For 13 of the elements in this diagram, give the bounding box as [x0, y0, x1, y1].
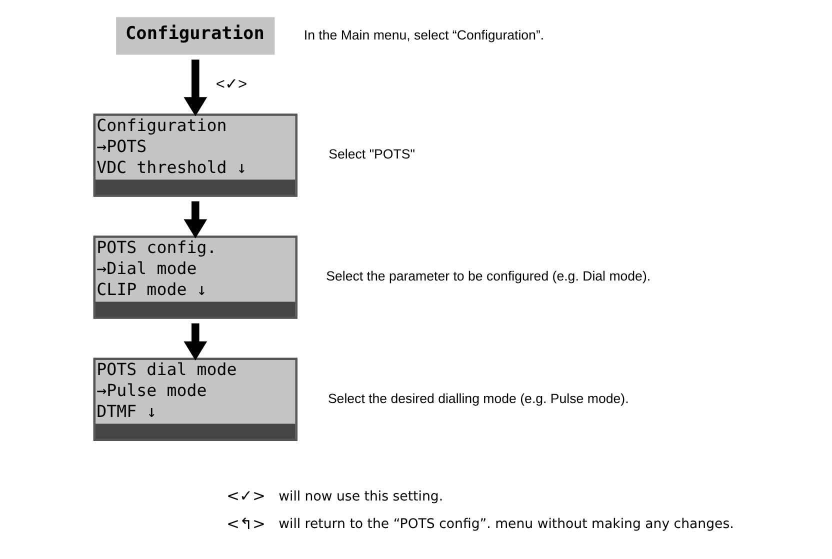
label: will return to the “POTS config”. menu without making any changes. — [278, 517, 734, 532]
node-box: Configuration — [116, 17, 274, 55]
label: <✓> — [226, 487, 265, 506]
edge-label: <✓> — [215, 76, 247, 93]
label: will now use this setting. — [278, 489, 443, 504]
node-label: Select the desired dialling mode (e.g. Pulse mode). — [327, 390, 628, 406]
arrow — [183, 201, 207, 238]
node-label: Select "POTS" — [328, 146, 414, 162]
node-label: In the Main menu, select “Configuration”. — [303, 27, 544, 42]
label: <↰> — [226, 514, 265, 533]
arrow — [183, 60, 207, 116]
arrow — [183, 323, 207, 360]
node-label: Select the parameter to be configured (e.g. Dial mode). — [326, 268, 650, 284]
